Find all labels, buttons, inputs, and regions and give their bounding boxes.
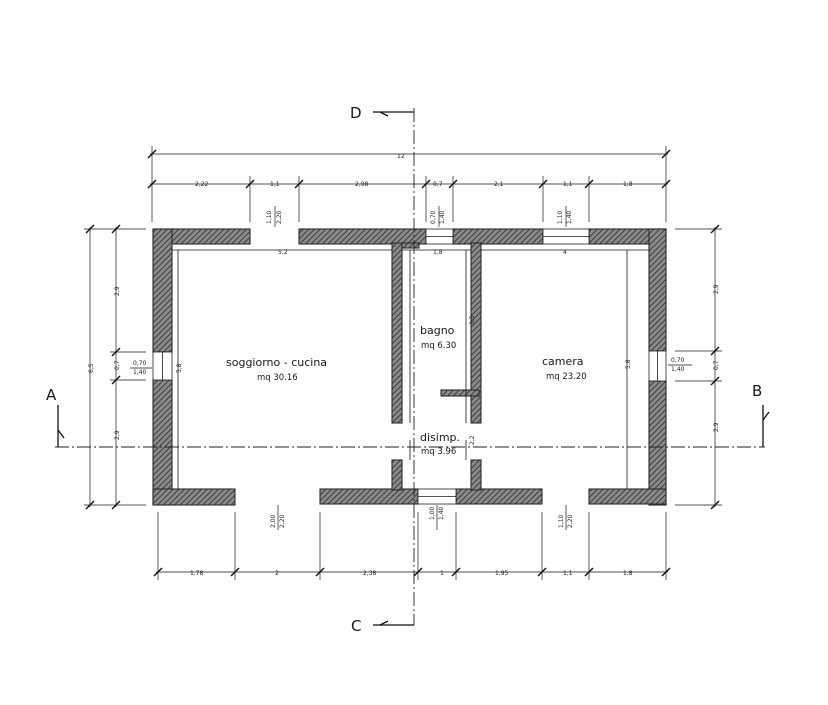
dim-win-left-b: 1,40 bbox=[133, 369, 147, 376]
dim-top-7: 1,8 bbox=[623, 181, 633, 188]
section-label-d: D bbox=[350, 104, 362, 122]
dim-top-4: 0,7 bbox=[433, 181, 443, 188]
dim-door-center-a: 1,00 bbox=[429, 506, 436, 520]
dim-top-6: 1,1 bbox=[563, 181, 573, 188]
dim-win-left-a: 0,70 bbox=[133, 360, 147, 367]
dim-inner-top-1: 5,2 bbox=[278, 249, 288, 256]
openings bbox=[152, 228, 667, 505]
wall-disimp-right bbox=[470, 459, 482, 491]
dimension-lines bbox=[84, 146, 722, 580]
dim-right-3: 2,9 bbox=[713, 422, 720, 432]
dim-door-right-b: 2,20 bbox=[567, 514, 574, 528]
section-label-a: A bbox=[46, 386, 57, 404]
section-axes bbox=[55, 108, 770, 626]
dim-bottom-7: 1,8 bbox=[623, 570, 633, 577]
dim-left-3: 2,9 bbox=[114, 430, 121, 440]
room-area-soggiorno: mq 30.16 bbox=[257, 373, 298, 383]
dim-win-right-a: 0,70 bbox=[671, 357, 685, 364]
wall-top-bagno bbox=[452, 228, 544, 245]
wall-bottom-midright bbox=[455, 488, 543, 505]
dim-left-2: 0,7 bbox=[114, 360, 121, 370]
room-name-soggiorno: soggiorno - cucina bbox=[226, 356, 327, 369]
dim-top-3: 2,98 bbox=[355, 181, 369, 188]
room-area-bagno: mq 6.30 bbox=[421, 341, 456, 351]
wall-bottom-right bbox=[588, 488, 667, 505]
dim-win-top-left-a: 1,10 bbox=[266, 210, 273, 224]
wall-partition-right bbox=[470, 242, 482, 424]
dim-right-1: 2,9 bbox=[713, 284, 720, 294]
dim-win-top-left-b: 2,20 bbox=[276, 210, 283, 224]
dim-inner-vert-3: 2,2 bbox=[469, 435, 476, 445]
dim-bottom-1: 1,78 bbox=[190, 570, 204, 577]
wall-left-upper bbox=[152, 228, 173, 353]
dim-inner-vert-4: 5,8 bbox=[625, 359, 632, 369]
dim-inner-top-2: 1,8 bbox=[433, 249, 443, 256]
dim-win-camera-b: 1,40 bbox=[566, 210, 573, 224]
room-area-disimp: mq 3.96 bbox=[421, 447, 456, 457]
room-name-disimp: disimp. bbox=[420, 431, 460, 444]
dim-top-total: 12 bbox=[397, 153, 405, 160]
dim-bottom-2: 2 bbox=[275, 570, 279, 577]
room-labels: soggiorno - cucina mq 30.16 bagno mq 6.3… bbox=[226, 324, 587, 457]
inner-lines bbox=[172, 249, 649, 489]
dim-right-2: 0,7 bbox=[713, 360, 720, 370]
room-name-bagno: bagno bbox=[420, 324, 455, 337]
wall-partition-left bbox=[391, 242, 403, 424]
dim-inner-vert-2: 3,5 bbox=[469, 315, 476, 325]
dim-left-1: 2,9 bbox=[114, 286, 121, 296]
wall-bottom-mid bbox=[319, 488, 419, 505]
wall-disimp-left bbox=[391, 459, 403, 491]
dim-bottom-4: 1 bbox=[440, 570, 444, 577]
dim-bottom-3: 2,38 bbox=[363, 570, 377, 577]
dim-win-bagno-a: 0,70 bbox=[430, 210, 437, 224]
wall-bagno-stub bbox=[440, 389, 480, 397]
dim-win-bagno-b: 1,40 bbox=[439, 210, 446, 224]
walls bbox=[152, 228, 667, 506]
dimension-labels: 12 2,22 1,1 2,98 0,7 2,1 1,1 1,8 1,78 2 … bbox=[88, 153, 720, 577]
dim-top-2: 1,1 bbox=[270, 181, 280, 188]
section-label-c: C bbox=[351, 617, 361, 635]
room-area-camera: mq 23.20 bbox=[546, 372, 587, 382]
dim-win-right-b: 1,40 bbox=[671, 366, 685, 373]
wall-bottom-left bbox=[152, 488, 236, 506]
wall-top-mid bbox=[298, 228, 427, 245]
dim-top-5: 2,1 bbox=[494, 181, 504, 188]
dim-left-total: 6,5 bbox=[88, 363, 95, 373]
dim-win-camera-a: 1,10 bbox=[557, 210, 564, 224]
wall-right-lower bbox=[648, 380, 667, 506]
dim-door-center-b: 1,40 bbox=[438, 506, 445, 520]
dim-inner-vert-1: 5,8 bbox=[176, 363, 183, 373]
dim-door-left-b: 2,20 bbox=[279, 514, 286, 528]
section-label-b: B bbox=[752, 382, 762, 400]
dim-bottom-6: 1,1 bbox=[563, 570, 573, 577]
dim-inner-top-3: 4 bbox=[563, 249, 567, 256]
dim-top-1: 2,22 bbox=[195, 181, 209, 188]
dim-bottom-5: 1,95 bbox=[495, 570, 509, 577]
wall-right-upper bbox=[648, 228, 667, 352]
dim-door-left-a: 2,00 bbox=[270, 514, 277, 528]
wall-left-lower bbox=[152, 379, 173, 506]
dim-door-right-a: 1,10 bbox=[558, 514, 565, 528]
wall-bagno-top-left bbox=[401, 242, 420, 249]
room-name-camera: camera bbox=[542, 355, 584, 368]
